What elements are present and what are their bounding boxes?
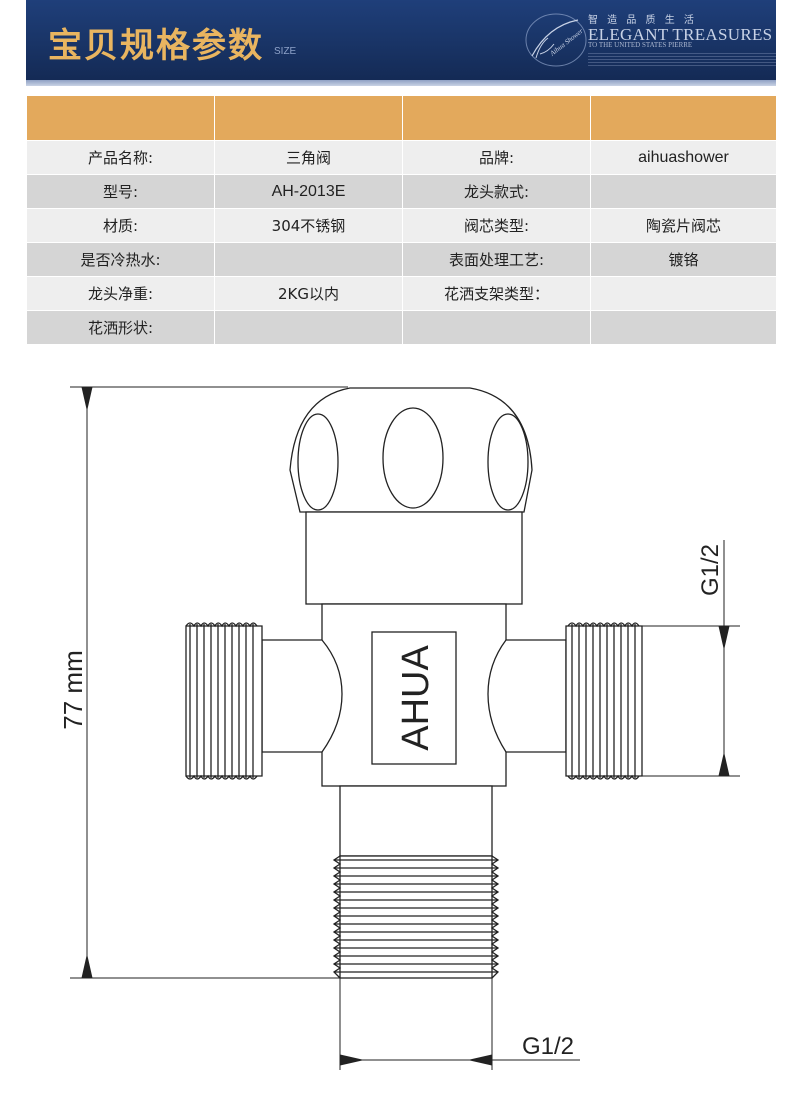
left-thread [185,622,263,780]
spec-value [590,276,777,311]
page-subtitle: SIZE [274,46,297,57]
logo-text: Aihua Shower [548,27,585,58]
spec-label: 品牌: [402,140,591,175]
spec-value: AH-2013E [214,174,403,209]
table-row: 产品名称: 三角阀 品牌: aihuashower [26,140,777,175]
header-cell [590,95,777,141]
brand-fine-print [588,53,776,67]
spec-label: 产品名称: [26,140,215,175]
spec-value: 三角阀 [214,140,403,175]
spec-value: 陶瓷片阀芯 [590,208,777,243]
spec-table-header-row [26,95,777,141]
spec-label: 是否冷热水: [26,242,215,277]
spec-value: 镀铬 [590,242,777,277]
height-dimension [70,386,348,979]
right-neck [487,639,567,753]
valve-collar [305,511,523,605]
spec-value [590,174,777,209]
valve-handle [289,387,533,513]
page-title: 宝贝规格参数 [48,26,264,66]
brand-line: TO THE UNITED STATES PIERRE [588,41,693,49]
header-cell [26,95,215,141]
valve-technical-drawing: AHUA 77 mm G1/2 G1/2 [58,386,740,1070]
spec-value [214,310,403,345]
spec-value: aihuashower [590,140,777,175]
banner-divider [26,80,776,86]
spec-table: 产品名称: 三角阀 品牌: aihuashower 型号: AH-2013E 龙… [26,95,777,345]
lower-stem [339,785,493,857]
brand-name: ELEGANT TREASURES [588,25,773,44]
table-row: 型号: AH-2013E 龙头款式: [26,174,777,209]
body-label: AHUA [395,645,437,751]
spec-value: 304不锈钢 [214,208,403,243]
spec-label: 阀芯类型: [402,208,591,243]
table-row: 龙头净重: 2KG以内 花洒支架类型： [26,276,777,311]
left-neck [261,639,343,753]
side-thread-dimension [642,540,740,777]
bottom-thread-label: G1/2 [522,1033,574,1060]
spec-label: 表面处理工艺: [402,242,591,277]
table-row: 是否冷热水: 表面处理工艺: 镀铬 [26,242,777,277]
side-thread-label: G1/2 [697,544,724,596]
bottom-thread [332,855,500,979]
table-row: 材质: 304不锈钢 阀芯类型: 陶瓷片阀芯 [26,208,777,243]
spec-label: 龙头净重: [26,276,215,311]
header-cell [214,95,403,141]
bottom-thread-dimension [339,978,580,1070]
spec-value [214,242,403,277]
height-dimension-label: 77 mm [58,650,88,729]
label-plate [371,631,457,765]
spec-label: 材质: [26,208,215,243]
spec-label: 花洒支架类型： [402,276,591,311]
spec-label: 型号: [26,174,215,209]
header-cell [402,95,591,141]
brand-logo-icon: Aihua Shower [525,13,587,67]
spec-label: 龙头款式: [402,174,591,209]
right-thread [565,622,643,780]
spec-label [402,310,591,345]
brand-tagline: 智 造 品 质 生 活 [588,15,697,26]
header-banner: 宝贝规格参数 SIZE Aihua Shower 智 造 品 质 生 活 ELE… [26,0,776,80]
spec-value: 2KG以内 [214,276,403,311]
spec-label: 花洒形状: [26,310,215,345]
table-row: 花洒形状: [26,310,777,345]
spec-value [590,310,777,345]
